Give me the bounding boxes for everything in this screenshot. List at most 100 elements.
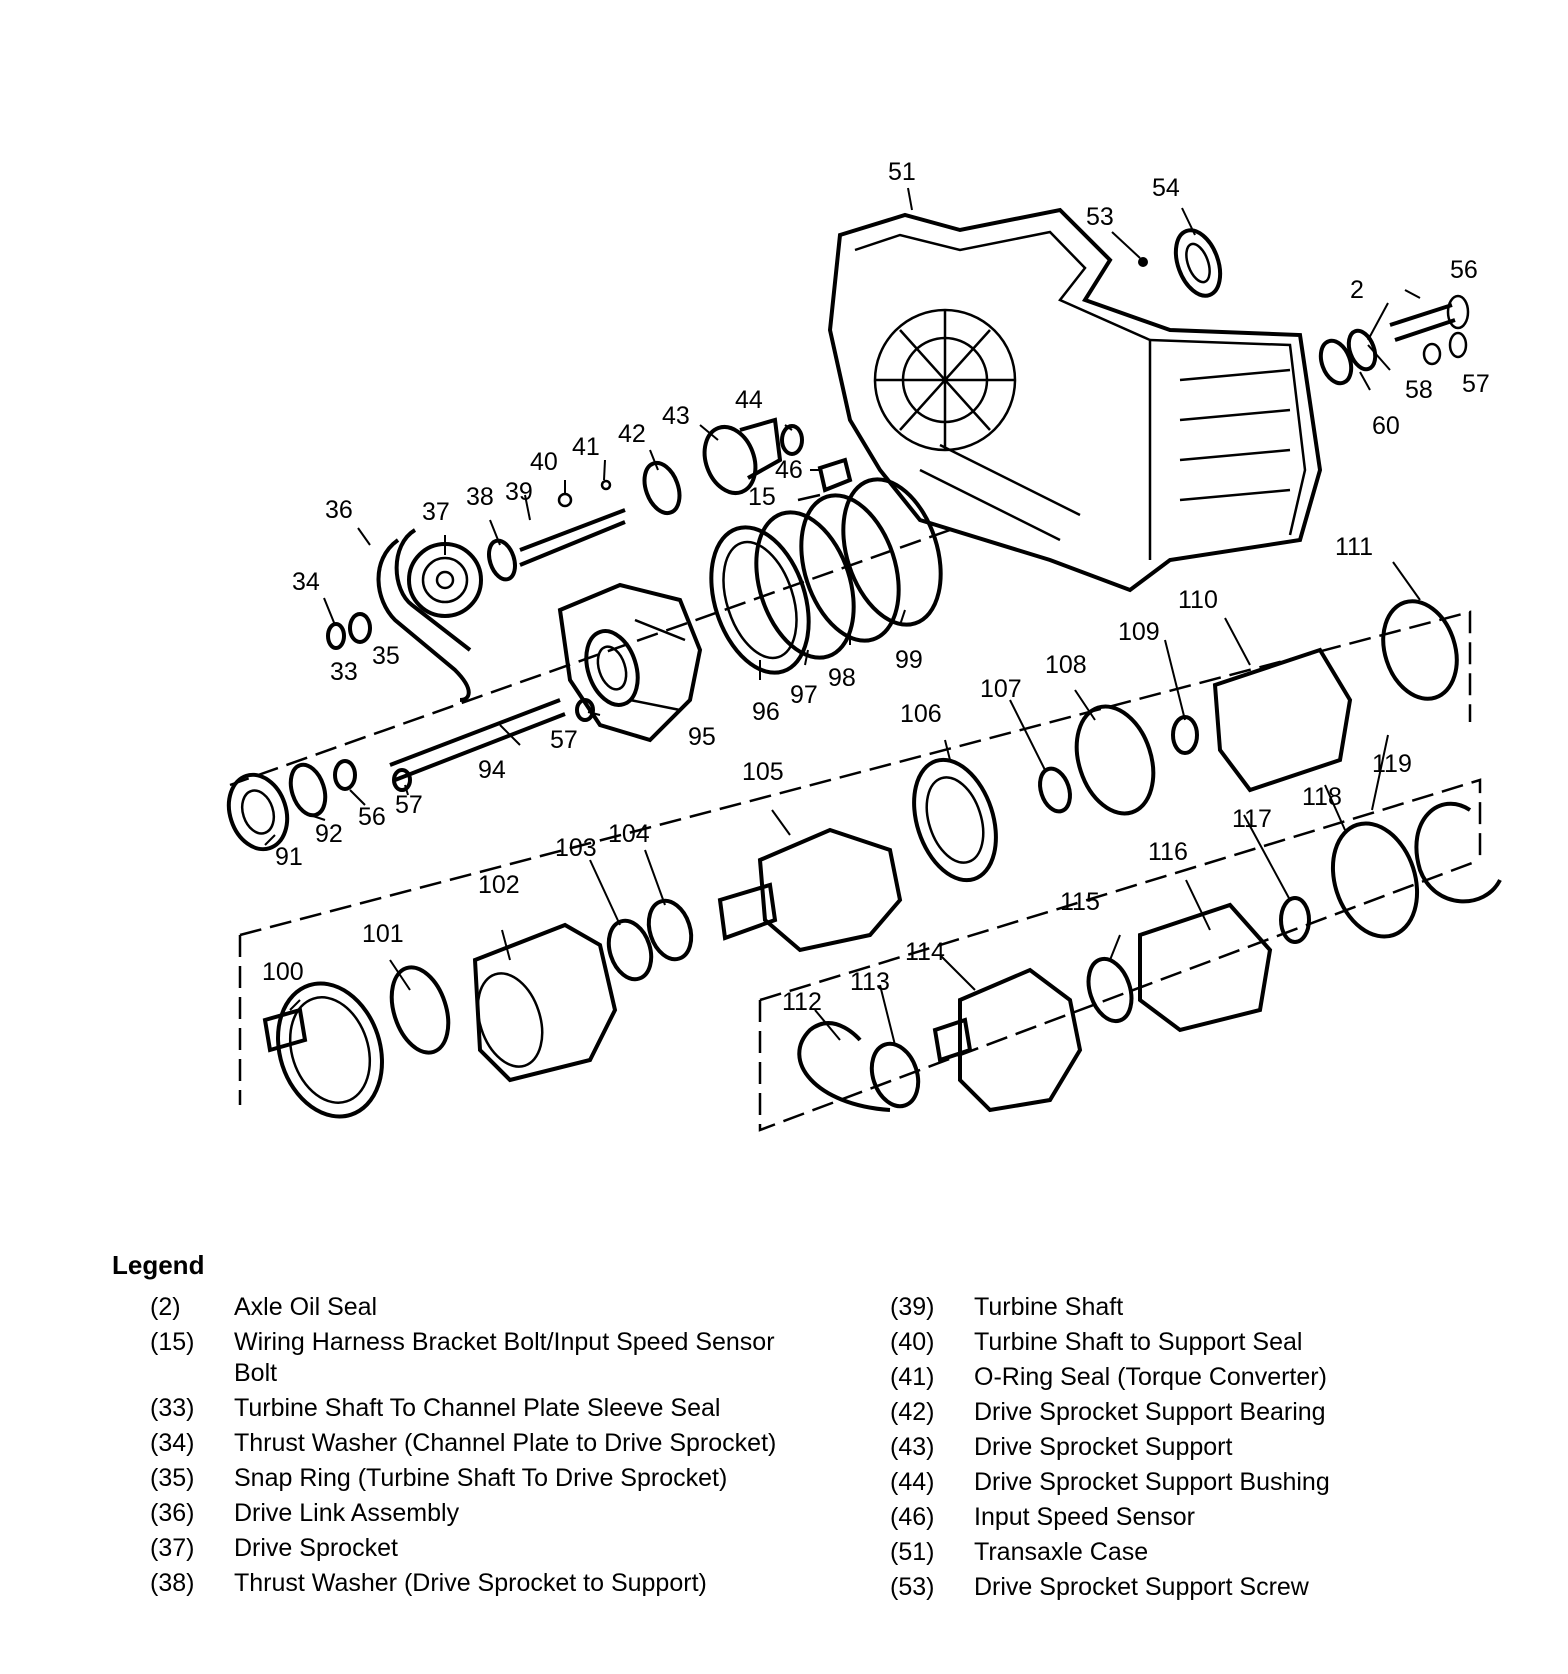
callout-33: 33 [330, 658, 358, 686]
legend-item: (51) Transaxle Case [890, 1537, 1530, 1568]
callout-117: 117 [1232, 805, 1272, 833]
legend-title: Legend [112, 1250, 205, 1280]
callout-56-top: 56 [1450, 256, 1478, 284]
callout-94: 94 [478, 756, 506, 784]
input-shaft [226, 698, 595, 852]
legend-item-number: (15) [150, 1328, 195, 1356]
legend-item: (46) Input Speed Sensor [890, 1502, 1530, 1533]
callout-2: 2 [1350, 276, 1364, 304]
callout-58: 58 [1405, 376, 1433, 404]
callout-118: 118 [1302, 783, 1342, 811]
drive-link-assembly [326, 417, 853, 702]
legend-item-description: Drive Sprocket Support [974, 1433, 1233, 1461]
legend-item-description: Input Speed Sensor [974, 1503, 1195, 1531]
legend-item-number: (46) [890, 1503, 935, 1531]
callout-107: 107 [980, 675, 1022, 703]
legend-item: (40) Turbine Shaft to Support Seal [890, 1327, 1530, 1358]
leader-lines [264, 187, 1421, 1046]
legend-item: (15) Wiring Harness Bracket Bolt/Input Sp… [150, 1327, 790, 1389]
legend-item-description: Transaxle Case [974, 1538, 1149, 1566]
callout-39: 39 [505, 478, 533, 506]
exploded-view-diagram: 51 54 53 56 2 58 57 60 44 43 42 41 40 39… [226, 158, 1502, 1132]
callout-57-top: 57 [1462, 370, 1490, 398]
legend-item-number: (2) [150, 1293, 181, 1321]
callout-101: 101 [362, 920, 404, 948]
legend-column-left: (2) Axle Oil Seal (15) Wiring Harness Brack… [150, 1292, 790, 1603]
callout-113: 113 [850, 968, 890, 996]
transaxle-case [827, 207, 1323, 593]
legend-item-number: (35) [150, 1464, 195, 1492]
legend-item-number: (51) [890, 1538, 935, 1566]
callout-99: 99 [895, 646, 923, 674]
legend-item: (53)Drive Sprocket Support Screw [890, 1572, 1530, 1603]
callout-111: 111 [1335, 533, 1373, 561]
callout-100: 100 [262, 958, 304, 986]
middle-row-parts [262, 599, 1459, 1119]
legend-item-number: (39) [890, 1293, 935, 1321]
callout-41: 41 [572, 433, 600, 461]
legend-item: (35) Snap Ring (Turbine Shaft To Drive Sp… [150, 1463, 790, 1494]
legend-item-number: (53) [890, 1573, 935, 1601]
callout-102: 102 [478, 871, 520, 899]
legend-item-number: (34) [150, 1429, 195, 1457]
callout-56-low: 56 [358, 803, 386, 831]
legend-item: (43)Drive Sprocket Support [890, 1432, 1530, 1463]
legend-item-description: Drive Link Assembly [234, 1499, 460, 1527]
legend-item-description: Turbine Shaft To Channel Plate Sleeve Se… [234, 1394, 721, 1422]
legend-item: (36)Drive Link Assembly [150, 1498, 790, 1529]
callout-labels: 51 54 53 56 2 58 57 60 44 43 42 41 40 39… [262, 158, 1490, 1016]
callout-60: 60 [1372, 412, 1400, 440]
callout-43: 43 [662, 402, 690, 430]
legend-item-number: (44) [890, 1468, 935, 1496]
legend-item-number: (37) [150, 1534, 195, 1562]
callout-44: 44 [735, 386, 763, 414]
callout-15: 15 [748, 483, 776, 511]
callout-40: 40 [530, 448, 558, 476]
legend-item-description: Thrust Washer (Channel Plate to Drive Sp… [234, 1429, 777, 1457]
callout-116: 116 [1148, 838, 1188, 866]
legend-item-description: Snap Ring (Turbine Shaft To Drive Sprock… [234, 1464, 728, 1492]
callout-96: 96 [752, 698, 780, 726]
callout-97: 97 [790, 681, 818, 709]
legend-item: (39) Turbine Shaft [890, 1292, 1530, 1323]
legend-item-description: Axle Oil Seal [234, 1293, 378, 1321]
callout-112: 112 [782, 988, 822, 1016]
legend-item-description: Wiring Harness Bracket Bolt/Input Speed … [234, 1328, 775, 1387]
legend-item: (37)Drive Sprocket [150, 1533, 790, 1564]
legend-item: (41)O-Ring Seal (Torque Converter) [890, 1362, 1530, 1393]
callout-54: 54 [1152, 174, 1180, 202]
legend-item: (34) Thrust Washer (Channel Plate to Driv… [150, 1428, 790, 1459]
assembly-panels [229, 528, 1482, 1132]
legend-item-description: O-Ring Seal (Torque Converter) [974, 1363, 1327, 1391]
callout-119: 119 [1372, 750, 1412, 778]
legend-item-description: Turbine Shaft to Support Seal [974, 1328, 1303, 1356]
callout-114: 114 [905, 938, 945, 966]
callout-109: 109 [1118, 618, 1160, 646]
legend-item: (44) Drive Sprocket Support Bushing [890, 1467, 1530, 1498]
callout-98: 98 [828, 664, 856, 692]
callout-110: 110 [1178, 586, 1218, 614]
callout-106: 106 [900, 700, 942, 728]
legend-item-description: Drive Sprocket Support Bearing [974, 1398, 1326, 1426]
callout-108: 108 [1045, 651, 1087, 679]
legend-item-number: (40) [890, 1328, 935, 1356]
legend-item: (42) Drive Sprocket Support Bearing [890, 1397, 1530, 1428]
callout-115: 115 [1060, 888, 1100, 916]
clutch-plates [557, 477, 943, 743]
legend-item-number: (42) [890, 1398, 935, 1426]
legend-item-description: Turbine Shaft [974, 1293, 1124, 1321]
callout-57-mid: 57 [550, 726, 578, 754]
callout-103: 103 [555, 834, 597, 862]
legend-item-description: Thrust Washer (Drive Sprocket to Support… [234, 1569, 707, 1597]
callout-37: 37 [422, 498, 450, 526]
callout-95: 95 [688, 723, 716, 751]
legend-item-description: Drive Sprocket Support Bushing [974, 1468, 1330, 1496]
parts-top-right [1138, 228, 1470, 386]
callout-42: 42 [618, 420, 646, 448]
callout-57-low: 57 [395, 791, 423, 819]
legend-item-number: (33) [150, 1394, 195, 1422]
callout-51: 51 [888, 158, 916, 186]
callout-92: 92 [315, 820, 343, 848]
legend-item-number: (38) [150, 1569, 195, 1597]
lower-row-parts [797, 801, 1502, 1113]
